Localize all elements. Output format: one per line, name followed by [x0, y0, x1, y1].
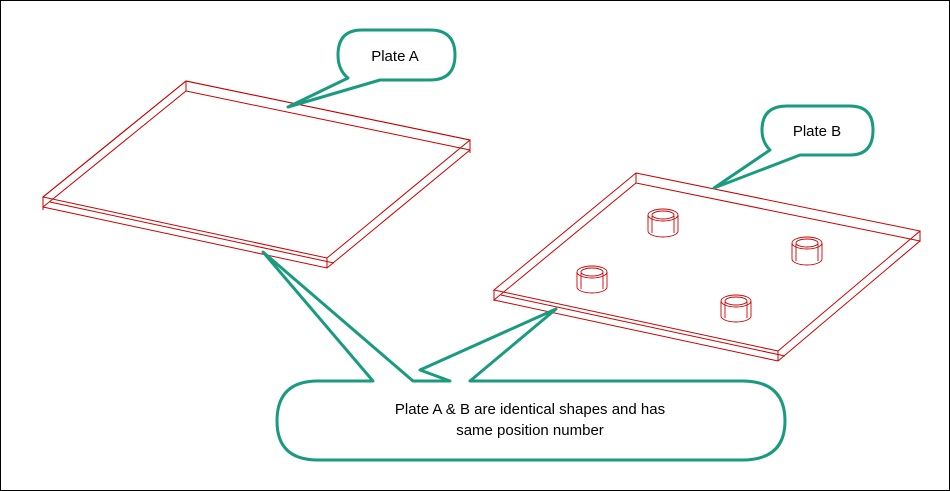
callout-note-line-2: same position number: [456, 422, 604, 439]
callout-note-bubble: [261, 250, 787, 462]
plate-b-bottom-edge: [493, 240, 921, 362]
plate-b-boss-1: [647, 208, 679, 238]
callout-note: Plate A & B are identical shapes and has…: [261, 250, 787, 462]
plate-b-top-face: [492, 172, 922, 352]
plate-b-inner-line: [500, 294, 786, 357]
plate-a-left-inset: [42, 90, 187, 208]
plate-b-drawing: [492, 172, 922, 362]
plate-a-drawing: [41, 80, 472, 269]
plate-a-inner-line: [49, 201, 335, 264]
plate-b-boss-3: [576, 265, 608, 294]
callout-plate-a: Plate A: [286, 28, 457, 109]
callout-plate-a-label: Plate A: [371, 48, 419, 65]
plate-a-back-edge: [42, 80, 471, 198]
plate-b-boss-4: [720, 294, 752, 323]
callout-plate-a-bubble: [286, 28, 457, 109]
plate-a-bottom-edge: [42, 149, 471, 269]
plate-b-top-inset: [635, 173, 921, 242]
plate-b-left-inset: [493, 182, 637, 301]
callout-plate-b-label: Plate B: [793, 123, 841, 140]
plate-b-boss-2: [791, 236, 823, 266]
callout-note-line-1: Plate A & B are identical shapes and has: [395, 401, 665, 418]
callout-plate-b-bubble: [712, 104, 875, 190]
plate-a-top-face: [41, 80, 472, 259]
callout-plate-b: Plate B: [712, 104, 875, 190]
